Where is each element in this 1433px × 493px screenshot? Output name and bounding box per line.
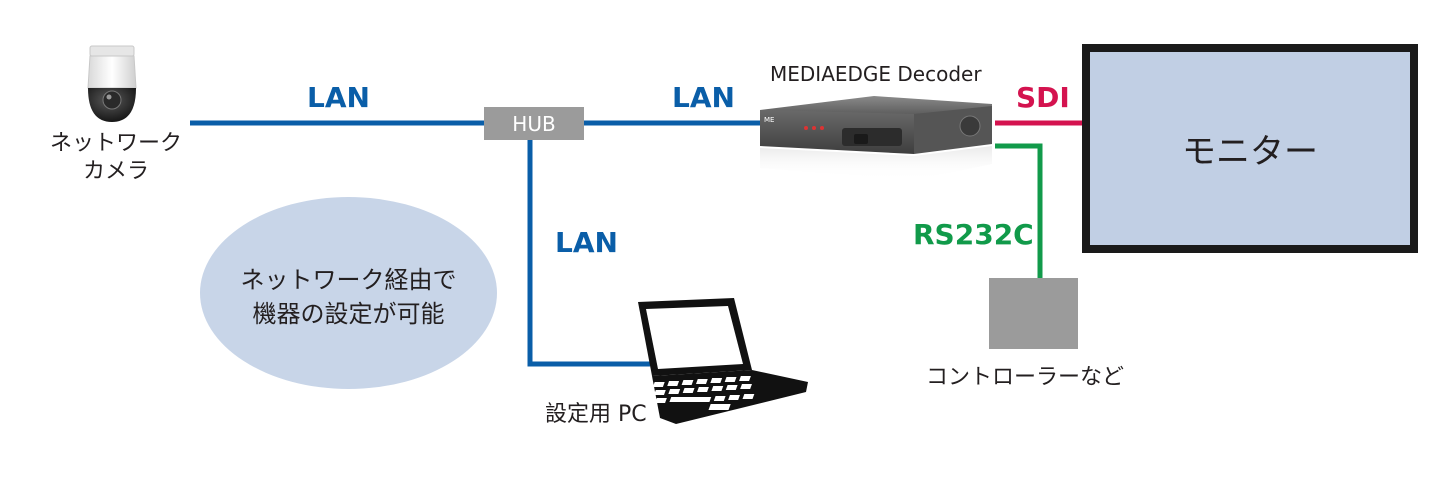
laptop-icon <box>638 298 808 424</box>
lan-label-hub-pc: LAN <box>555 226 618 259</box>
monitor-label: モニター <box>1182 132 1318 172</box>
note-line2: 機器の設定が可能 <box>252 300 445 328</box>
lan-line-hub-pc <box>527 140 650 367</box>
rs232c-line <box>995 143 1043 279</box>
note-text: ネットワーク経由で 機器の設定が可能 <box>200 263 497 331</box>
camera-label-line1: ネットワーク <box>50 131 183 156</box>
svg-text:ME: ME <box>764 116 774 124</box>
decoder-label: MEDIAEDGE Decoder <box>770 62 982 86</box>
controller-label: コントローラーなど <box>926 365 1125 390</box>
dome-camera-icon <box>87 45 137 122</box>
lan-label-camera-hub: LAN <box>307 81 370 114</box>
pc-label: 設定用 PC <box>545 402 647 427</box>
sdi-label: SDI <box>1016 81 1070 114</box>
monitor: モニター <box>1082 44 1418 253</box>
decoder-device-icon: ME <box>760 96 992 180</box>
camera-label: ネットワーク カメラ <box>50 130 182 186</box>
note-bubble <box>200 197 497 389</box>
note-line1: ネットワーク経由で <box>240 266 457 294</box>
rs232c-label: RS232C <box>913 218 1034 251</box>
lan-label-hub-decoder: LAN <box>672 81 735 114</box>
camera-label-line2: カメラ <box>82 159 149 184</box>
hub-label: HUB <box>512 111 556 136</box>
hub-box: HUB <box>484 107 584 140</box>
controller-box <box>989 278 1078 349</box>
